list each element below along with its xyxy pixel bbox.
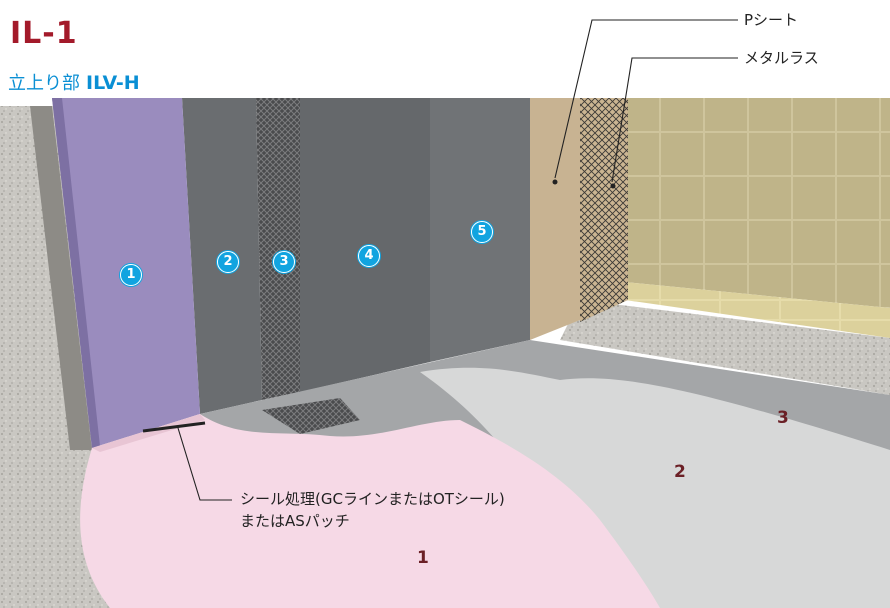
callout-p-sheet: Pシート <box>744 11 799 29</box>
wall-marker-2: 2 <box>217 251 239 273</box>
floor-layer-3: 3 <box>777 408 789 428</box>
subtitle-code: ILV-H <box>86 72 140 94</box>
callout-metal-lath: メタルラス <box>744 49 819 67</box>
subtitle-prefix: 立上り部 <box>8 73 80 94</box>
wall-marker-5: 5 <box>471 221 493 243</box>
wall-marker-3: 3 <box>273 251 295 273</box>
page-subtitle: 立上り部 ILV-H <box>8 69 140 95</box>
floor-layer-1: 1 <box>417 548 429 568</box>
callout-seal-line2: またはASパッチ <box>240 512 350 530</box>
page-title: IL-1 <box>10 16 78 51</box>
callout-seal-line1: シール処理(GCラインまたはOTシール) <box>240 490 505 508</box>
floor-layer-2: 2 <box>674 462 686 482</box>
wall-marker-4: 4 <box>358 245 380 267</box>
wall-marker-1: 1 <box>120 264 142 286</box>
